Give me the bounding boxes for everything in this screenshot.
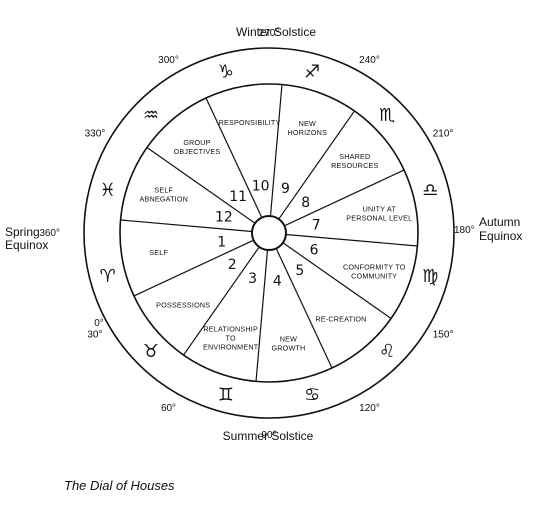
outer-ring (83, 47, 455, 419)
house-cusp-line (269, 84, 283, 217)
zodiac-signs: ♈ ♉ ♊ ♋ ♌ ♍ ♎ ♏ ♐ ♑ ♒ ♓ (100, 62, 439, 406)
house-labels: SELF POSSESSIONS RELATIONSHIPTOENVIRONMENT… (139, 118, 412, 352)
degree-label-300: 300° (158, 55, 179, 66)
house-cusp-line (284, 169, 405, 227)
house-4-label-line: GROWTH (271, 343, 305, 352)
house-number-5: 5 (295, 263, 304, 279)
house-2-label-line: POSSESSIONS (156, 300, 210, 309)
degree-label-240: 240° (359, 55, 380, 66)
house-number-8: 8 (301, 195, 310, 211)
capricorn-icon: ♑ (218, 62, 234, 83)
taurus-icon: ♉ (143, 341, 159, 362)
house-4-label-line: NEW (280, 334, 297, 343)
sagittarius-icon: ♐ (304, 62, 320, 83)
house-number-9: 9 (281, 181, 290, 197)
degree-label-150: 150° (433, 330, 454, 341)
virgo-icon: ♍ (422, 266, 438, 287)
house-5-label-line: RE-CREATION (315, 314, 366, 323)
house-12-label-line: SELF (154, 186, 173, 195)
autumn-equinox-label-line2: Equinox (479, 229, 522, 243)
aquarius-icon: ♒ (143, 105, 159, 126)
winter-solstice-label: Winter Solstice (236, 25, 316, 39)
house-3-label-line: TO (226, 334, 236, 343)
house-10-label-line: RESPONSIBILITY (219, 118, 281, 127)
house-cusp-line (255, 249, 269, 382)
degree-label-210: 210° (433, 129, 454, 140)
house-12-label-line: ABNEGATION (139, 195, 188, 204)
spring-equinox-label-line2: Equinox (5, 238, 48, 252)
house-3-label-line: RELATIONSHIP (203, 325, 258, 334)
degree-label-330: 330° (85, 129, 106, 140)
house-8-label-line: SHARED (339, 152, 370, 161)
house-cusp-line (120, 219, 253, 233)
pisces-icon: ♓ (100, 180, 116, 201)
dial-rings (83, 47, 455, 419)
leo-icon: ♌ (379, 341, 395, 362)
house-cusp-line (183, 246, 260, 356)
house-number-1: 1 (217, 234, 226, 250)
libra-icon: ♎ (422, 180, 438, 201)
degree-label-360: 360° (39, 228, 60, 239)
house-11-label-line: GROUP (183, 138, 210, 147)
house-9-label-line: HORIZONS (288, 128, 328, 137)
summer-solstice-label: Summer Solstice (223, 429, 314, 443)
house-cusp-line (282, 242, 392, 319)
degree-label-180: 180° (454, 225, 475, 236)
house-number-10: 10 (252, 179, 270, 195)
aries-icon: ♈ (100, 266, 116, 287)
spring-equinox-label-line1: Spring (5, 225, 40, 239)
house-8-label-line: RESOURCES (331, 161, 378, 170)
house-cusp-line (133, 239, 254, 297)
house-3-label-line: ENVIRONMENT (203, 343, 259, 352)
house-cusp-line (278, 110, 355, 220)
cardinal-labels: Winter Solstice Summer Solstice Spring E… (5, 25, 522, 443)
house-7-label-line: PERSONAL LEVEL (346, 214, 412, 223)
degree-labels: 0°30° 60° 90° 120° 150° 180° 210° 240° 270° 300° 3… (39, 28, 474, 441)
scorpio-icon: ♏ (379, 105, 395, 126)
inner-ring (119, 83, 419, 383)
house-number-11: 11 (229, 189, 247, 205)
house-11-label-line: OBJECTIVES (174, 147, 221, 156)
house-cusp-line (275, 248, 333, 369)
house-number-2: 2 (228, 257, 237, 273)
house-7-label-line: UNITY AT (363, 205, 397, 214)
house-cusp-line (205, 97, 263, 218)
house-1-label-line: SELF (149, 248, 168, 257)
degree-label-30: 30° (87, 330, 102, 341)
figure-caption: The Dial of Houses (64, 478, 175, 493)
degree-label-270: 270° (259, 28, 280, 39)
cancer-icon: ♋ (304, 384, 320, 405)
house-number-12: 12 (215, 210, 233, 226)
house-6-label-line: CONFORMITY TO (343, 262, 406, 271)
house-number-7: 7 (312, 218, 321, 234)
center-hub (251, 215, 287, 251)
house-cusp-line (285, 233, 418, 247)
house-9-label-line: NEW (299, 119, 316, 128)
house-number-3: 3 (248, 271, 257, 287)
autumn-equinox-label-line1: Autumn (479, 215, 520, 229)
degree-label-120: 120° (359, 403, 380, 414)
house-dividers (120, 84, 418, 382)
house-cusp-line (146, 147, 256, 224)
gemini-icon: ♊ (218, 384, 234, 405)
degree-label-90: 90° (261, 430, 276, 441)
house-number-6: 6 (310, 242, 319, 258)
house-6-label-line: COMMUNITY (351, 271, 397, 280)
degree-label-0: 0° (94, 318, 104, 329)
house-number-4: 4 (273, 273, 282, 289)
degree-label-60: 60° (161, 403, 176, 414)
